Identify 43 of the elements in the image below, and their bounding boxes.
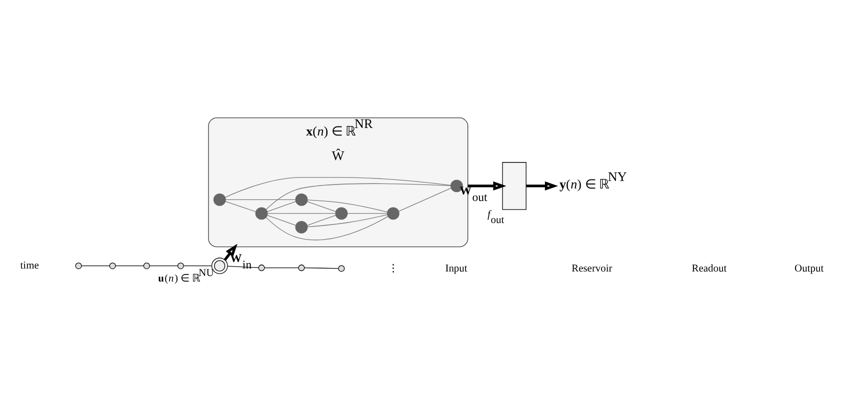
connector — [183, 265, 212, 266]
connector — [225, 200, 256, 212]
connector — [81, 265, 110, 266]
node-circle — [338, 264, 345, 272]
connector — [224, 176, 452, 198]
label: Readout — [692, 263, 727, 274]
connector — [227, 265, 259, 268]
arrow — [468, 180, 506, 190]
connector — [266, 200, 296, 212]
node-circle — [298, 264, 305, 271]
node-circle — [255, 206, 268, 220]
node-circle — [109, 262, 116, 269]
label: Output — [794, 263, 824, 274]
connector — [307, 214, 388, 227]
connector — [398, 187, 452, 212]
node-circle — [386, 206, 400, 220]
node-circle — [143, 262, 150, 269]
label: ⋮ — [388, 263, 398, 274]
node-circle — [213, 192, 226, 206]
label: Input — [445, 263, 468, 274]
connector — [266, 216, 388, 240]
connector — [264, 266, 299, 268]
connector — [266, 182, 451, 210]
connector — [149, 265, 178, 266]
arrow — [526, 180, 558, 190]
node-circle — [75, 262, 82, 269]
connector — [347, 212, 388, 214]
connector — [304, 267, 339, 268]
connector — [307, 199, 388, 212]
label: time — [20, 260, 39, 271]
node-circle — [295, 192, 308, 206]
connector — [115, 265, 144, 266]
node-box — [502, 162, 526, 210]
node-circle — [258, 264, 265, 271]
connector — [225, 198, 296, 200]
connector — [267, 212, 336, 214]
node-circle — [335, 206, 348, 220]
label: Reservoir — [572, 263, 612, 274]
node-circle — [177, 262, 184, 269]
node-circle — [295, 220, 308, 233]
connector — [306, 214, 336, 226]
connector — [266, 214, 296, 226]
connector — [306, 200, 336, 212]
